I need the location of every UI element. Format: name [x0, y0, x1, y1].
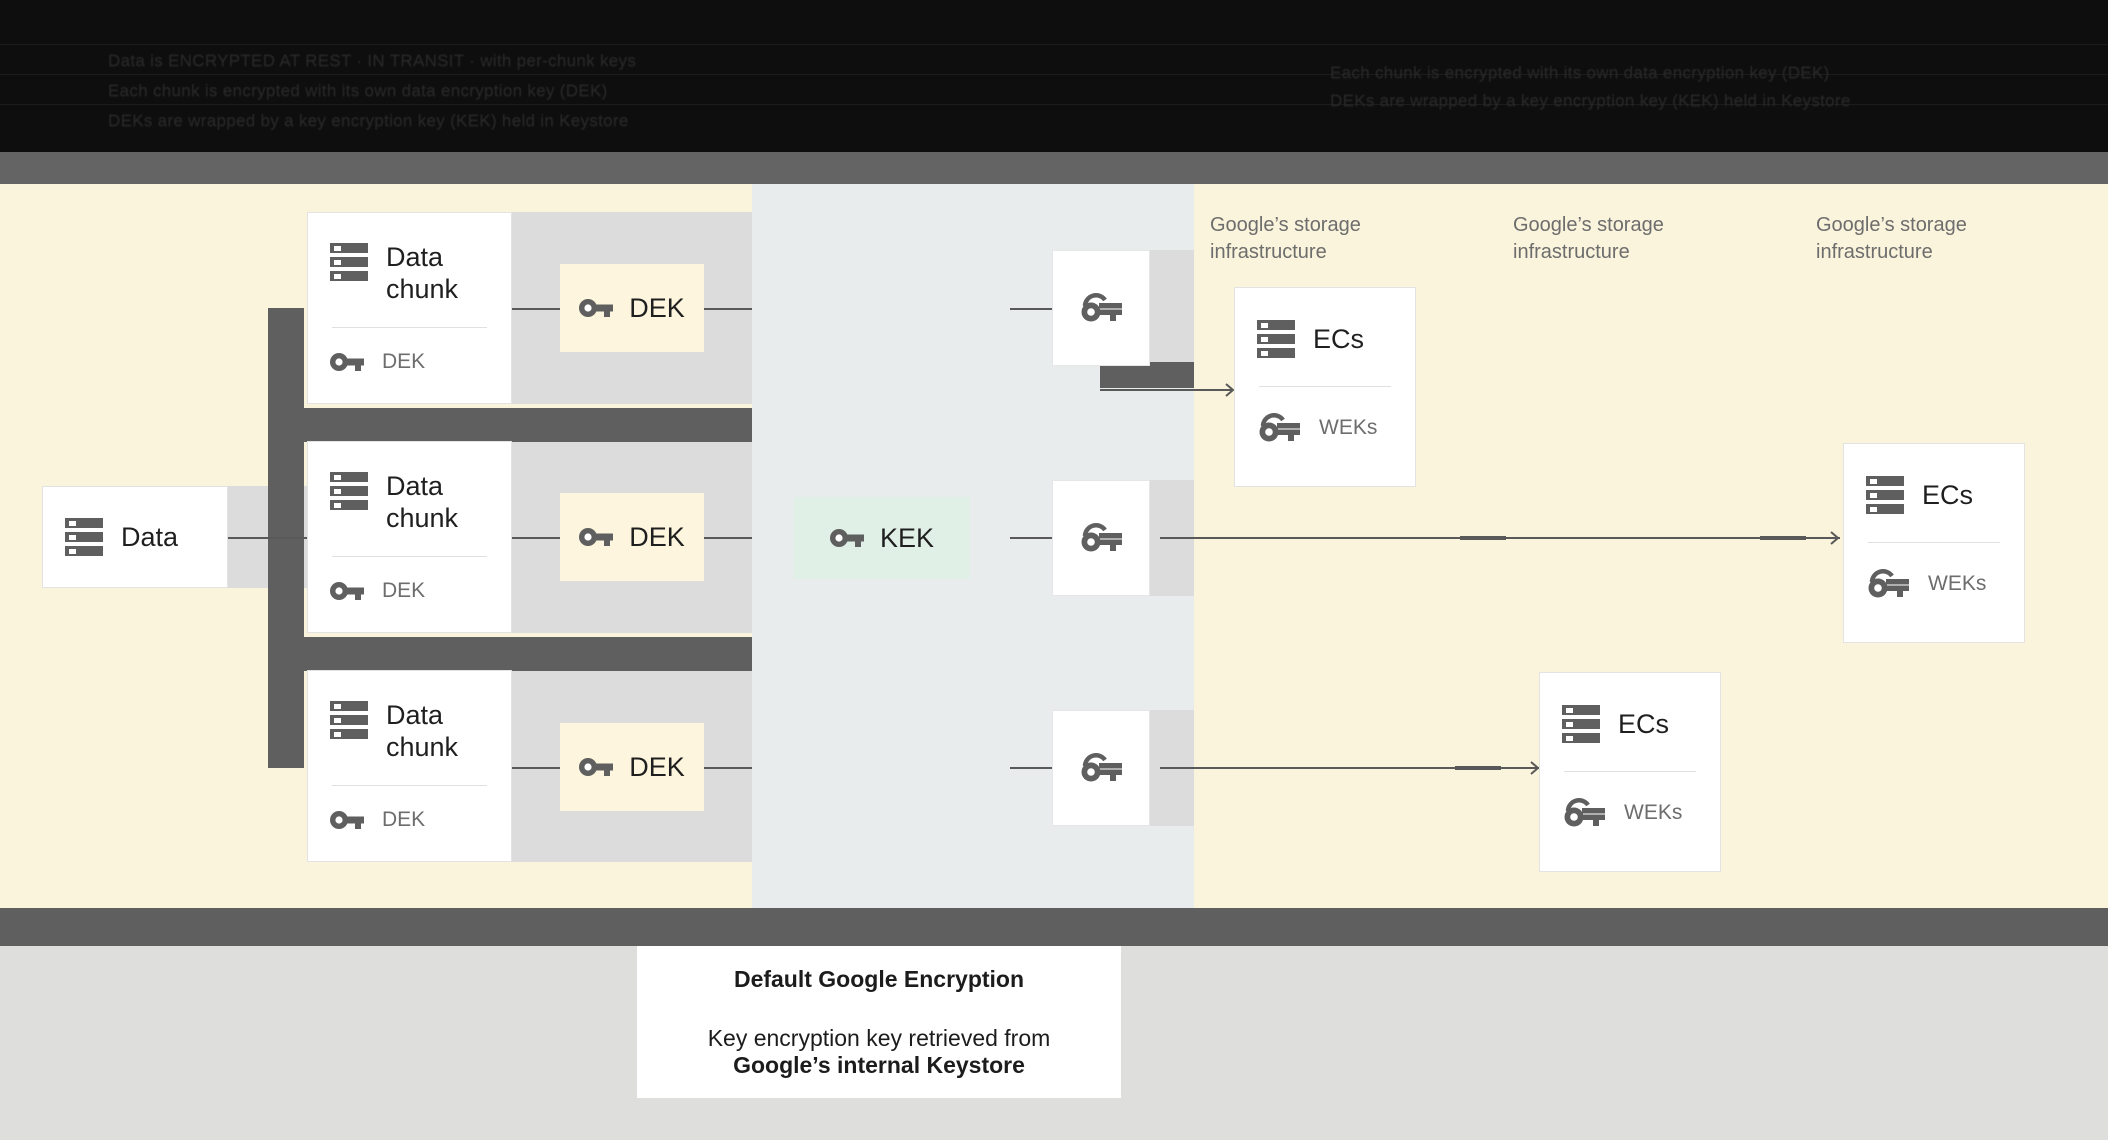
chip-dek-1-label: DEK — [629, 292, 685, 323]
card-data-chunk-3[interactable]: Data chunk DEK — [307, 670, 512, 862]
card-data-source[interactable]: Data — [42, 486, 228, 588]
arrow-head-3 — [1522, 761, 1540, 775]
arrow-head-1 — [1217, 383, 1235, 397]
wrapped-key-icon — [1079, 293, 1123, 323]
card-data-chunk-3-key-label: DEK — [382, 808, 426, 831]
keybox-wek-1[interactable] — [1052, 250, 1150, 366]
fanout-arm-2 — [268, 637, 752, 671]
bottom-frame-band — [0, 908, 2108, 946]
connector-dek2-out — [704, 537, 752, 539]
connector-kek-to-wek3 — [1010, 767, 1052, 769]
wrapped-key-icon — [1257, 413, 1301, 443]
arrow-line-3-seg-a — [1455, 766, 1501, 770]
wrapped-key-icon — [1079, 523, 1123, 553]
chip-kek[interactable]: KEK — [794, 497, 970, 579]
wek-out-bar-1 — [1100, 362, 1194, 388]
arrow-line-2-seg-b — [1760, 536, 1806, 540]
card-data-chunk-2-key-label: DEK — [382, 579, 426, 602]
chip-dek-3[interactable]: DEK — [560, 723, 704, 811]
key-icon — [579, 756, 614, 778]
card-ecs-1[interactable]: ECs WEKs — [1234, 287, 1416, 487]
header-text-line-5: DEKs are wrapped by a key encryption key… — [1330, 91, 1851, 110]
chip-dek-3-label: DEK — [629, 751, 685, 782]
key-icon — [829, 527, 864, 549]
card-data-chunk-1[interactable]: Data chunk DEK — [307, 212, 512, 404]
key-icon — [330, 351, 364, 373]
connector-chunk1-dek — [512, 308, 560, 310]
card-divider — [1564, 771, 1696, 772]
key-icon — [330, 580, 364, 602]
card-ecs-2[interactable]: ECs WEKs — [1843, 443, 2025, 643]
keybox-wek-3[interactable] — [1052, 710, 1150, 826]
arrow-head-2 — [1822, 531, 1840, 545]
server-icon — [1562, 703, 1600, 745]
infra-label-2: Google’s storage infrastructure — [1513, 214, 1664, 263]
connector-dek1-out — [704, 308, 752, 310]
server-icon — [330, 699, 368, 741]
arrow-line-2-seg-a — [1460, 536, 1506, 540]
header-text-line-3: DEKs are wrapped by a key encryption key… — [108, 111, 629, 130]
card-ecs-2-key-label: WEKs — [1928, 572, 1987, 595]
chip-dek-2-label: DEK — [629, 521, 685, 552]
caption-title: Default Google Encryption — [733, 965, 1025, 992]
card-data-source-label: Data — [121, 522, 179, 552]
connector-chunk2-dek — [512, 537, 560, 539]
wrapped-key-icon — [1866, 569, 1910, 599]
server-icon — [1866, 474, 1904, 516]
connector-kek-to-wek2 — [1010, 537, 1052, 539]
arrow-line-1 — [1100, 389, 1230, 391]
key-icon — [579, 297, 614, 319]
card-ecs-3-label: ECs — [1618, 709, 1670, 739]
caption-line-1: Key encryption key retrieved from — [707, 1024, 1051, 1051]
card-divider — [1868, 542, 2000, 543]
connector-dek3-out — [704, 767, 752, 769]
card-ecs-3-key-label: WEKs — [1624, 801, 1683, 824]
arrow-line-3 — [1160, 767, 1540, 769]
chip-dek-1[interactable]: DEK — [560, 264, 704, 352]
card-divider — [332, 785, 487, 786]
card-divider — [332, 556, 487, 557]
server-icon — [330, 241, 368, 283]
card-ecs-1-label: ECs — [1313, 324, 1365, 354]
obscured-header-strip: Data is ENCRYPTED AT REST · IN TRANSIT ·… — [0, 0, 2108, 152]
caption-line-2: Google’s internal Keystore — [733, 1051, 1025, 1078]
wrapped-key-icon — [1562, 798, 1606, 828]
chip-dek-2[interactable]: DEK — [560, 493, 704, 581]
connector-data-to-chunk — [228, 537, 308, 539]
card-data-chunk-1-label: Data chunk — [386, 242, 459, 304]
fanout-arm-1 — [268, 408, 752, 442]
connector-chunk3-dek — [512, 767, 560, 769]
server-icon — [65, 516, 103, 558]
server-icon — [1257, 318, 1295, 360]
card-divider — [332, 327, 487, 328]
header-text-line-4: Each chunk is encrypted with its own dat… — [1330, 63, 1830, 82]
connector-kek-to-wek1 — [1010, 308, 1052, 310]
key-icon — [330, 809, 364, 831]
card-data-chunk-2[interactable]: Data chunk DEK — [307, 441, 512, 633]
card-data-chunk-1-key-label: DEK — [382, 350, 426, 373]
server-icon — [330, 470, 368, 512]
infra-label-3: Google’s storage infrastructure — [1816, 214, 1967, 263]
key-icon — [579, 526, 614, 548]
caption-box: Default Google Encryption Key encryption… — [637, 946, 1121, 1098]
card-divider — [1259, 386, 1391, 387]
header-text-line-1: Data is ENCRYPTED AT REST · IN TRANSIT ·… — [108, 51, 637, 70]
wrapped-key-icon — [1079, 753, 1123, 783]
card-ecs-1-key-label: WEKs — [1319, 416, 1378, 439]
card-ecs-3[interactable]: ECs WEKs — [1539, 672, 1721, 872]
header-text-line-2: Each chunk is encrypted with its own dat… — [108, 81, 608, 100]
card-ecs-2-label: ECs — [1922, 480, 1974, 510]
card-data-chunk-3-label: Data chunk — [386, 700, 459, 762]
infra-label-1: Google’s storage infrastructure — [1210, 214, 1361, 263]
card-data-chunk-2-label: Data chunk — [386, 471, 459, 533]
top-frame-band — [0, 152, 2108, 184]
chip-kek-label: KEK — [879, 522, 935, 553]
keybox-wek-2[interactable] — [1052, 480, 1150, 596]
